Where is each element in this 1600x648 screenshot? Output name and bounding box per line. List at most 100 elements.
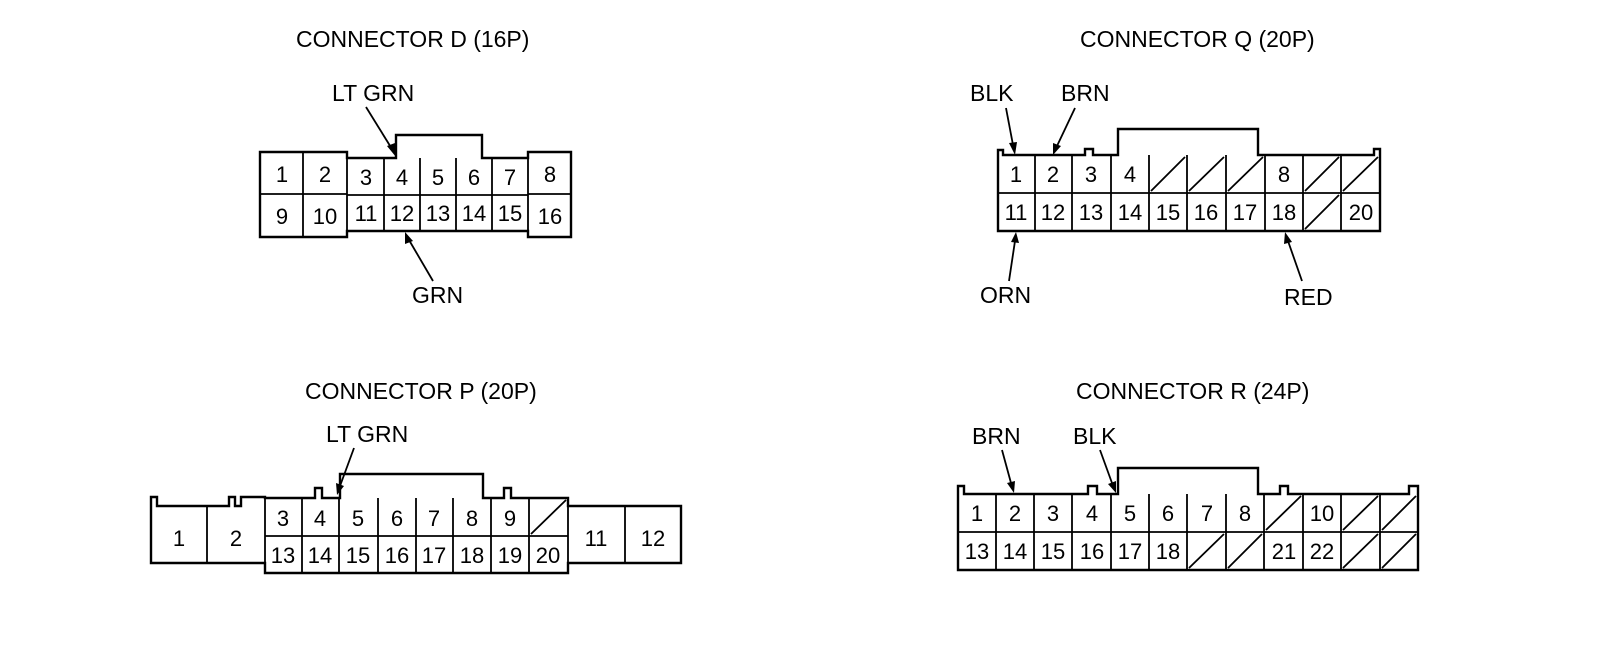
- connector-p-pin: 6: [391, 506, 403, 531]
- connector-q-pin: 2: [1047, 162, 1059, 187]
- connector-q-pin: 8: [1278, 162, 1290, 187]
- connector-r-pin: 8: [1239, 501, 1251, 526]
- connector-p-grid: [206, 498, 626, 573]
- connector-d: CONNECTOR D (16P) 1 2 3 4 5 6 7 8 9 10 1…: [258, 26, 573, 308]
- connector-p-pin: 3: [277, 506, 289, 531]
- connector-q-wire-arrow: [1008, 240, 1016, 282]
- connector-q-arrowhead: [1284, 232, 1292, 244]
- connector-d-arrowhead: [387, 143, 396, 157]
- connector-d-pin: 5: [432, 165, 444, 190]
- connector-q: CONNECTOR Q (20P) 1 2 3 4 8 11 12 13 14 …: [970, 26, 1382, 310]
- connector-d-grid: [260, 152, 571, 237]
- connector-d-pin: 7: [504, 165, 516, 190]
- connector-q-arrowhead: [1053, 143, 1061, 155]
- connector-d-pin: 13: [426, 201, 450, 226]
- connector-q-pin: 14: [1118, 200, 1142, 225]
- connector-p-pin: 7: [428, 506, 440, 531]
- connector-d-pin: 14: [462, 201, 486, 226]
- connector-p-pin: 20: [536, 543, 560, 568]
- connector-q-grid: [998, 155, 1380, 231]
- connector-q-pin: 1: [1010, 162, 1022, 187]
- connector-d-pin: 10: [313, 204, 337, 229]
- connector-d-wire-label: GRN: [412, 282, 463, 308]
- connector-d-wire-label: LT GRN: [332, 80, 414, 106]
- connector-q-pin: 16: [1194, 200, 1218, 225]
- connector-q-wire-label: BLK: [970, 80, 1014, 106]
- connector-d-pin: 15: [498, 201, 522, 226]
- connector-r-pin: 14: [1003, 539, 1027, 564]
- connector-r: CONNECTOR R (24P) 1 2 3 4 5 6 7 8 10 13 …: [956, 378, 1420, 572]
- connector-p-pin: 2: [230, 526, 242, 551]
- connector-d-title: CONNECTOR D (16P): [296, 26, 529, 52]
- connector-d-pin: 11: [355, 201, 378, 226]
- connector-d-pin: 9: [276, 204, 288, 229]
- connector-p-pin: 9: [504, 506, 516, 531]
- connector-q-pin: 18: [1272, 200, 1296, 225]
- connector-r-pin: 13: [965, 539, 989, 564]
- connector-r-pin: 3: [1047, 501, 1059, 526]
- connector-p-pin: 1: [173, 526, 185, 551]
- connector-r-pin: 7: [1201, 501, 1213, 526]
- connector-r-grid: [958, 494, 1418, 570]
- connector-r-arrowhead: [1108, 481, 1116, 493]
- connector-r-pin: 17: [1118, 539, 1142, 564]
- connector-d-pin: 4: [396, 165, 408, 190]
- connector-r-wire-label: BLK: [1073, 423, 1117, 449]
- connector-d-pin: 16: [538, 204, 562, 229]
- connector-q-pin: 17: [1233, 200, 1257, 225]
- connector-q-wire-arrow: [1005, 107, 1014, 146]
- connector-q-wire-label: BRN: [1061, 80, 1110, 106]
- connector-p-pin: 4: [314, 506, 326, 531]
- connector-d-wire-arrow: [408, 239, 434, 282]
- connector-d-pin: 1: [276, 162, 288, 187]
- connector-p-pin: 13: [271, 543, 295, 568]
- connector-d-pin: 12: [390, 201, 414, 226]
- connector-r-title: CONNECTOR R (24P): [1076, 378, 1309, 404]
- connector-d-housing: [258, 133, 573, 239]
- connector-p-housing: [149, 472, 683, 575]
- connector-p-pin: 17: [422, 543, 446, 568]
- connector-r-wire-arrow: [1001, 449, 1012, 484]
- connector-p-wire-label: LT GRN: [326, 421, 408, 447]
- connector-r-pin: 6: [1162, 501, 1174, 526]
- connector-d-pin: 8: [544, 162, 556, 187]
- connector-r-pin: 15: [1041, 539, 1065, 564]
- connector-q-pin: 20: [1349, 200, 1373, 225]
- connector-d-arrowhead: [405, 232, 413, 244]
- connector-r-pin: 21: [1272, 539, 1296, 564]
- connector-q-wire-label: RED: [1284, 284, 1333, 310]
- connector-q-pin: 4: [1124, 162, 1136, 187]
- connector-p-title: CONNECTOR P (20P): [305, 378, 537, 404]
- connector-p-pin: 18: [460, 543, 484, 568]
- connector-q-pin: 3: [1085, 162, 1097, 187]
- connector-q-pin: 15: [1156, 200, 1180, 225]
- connector-p-wire-arrow: [339, 447, 355, 487]
- connector-p-pin: 15: [346, 543, 370, 568]
- connector-q-title: CONNECTOR Q (20P): [1080, 26, 1315, 52]
- connector-p-arrowhead: [336, 483, 344, 495]
- connector-r-pin: 22: [1310, 539, 1334, 564]
- connector-r-pin: 4: [1086, 501, 1098, 526]
- connector-r-wire-label: BRN: [972, 423, 1021, 449]
- connector-p-pin: 12: [641, 526, 665, 551]
- connector-p-pin: 11: [585, 526, 608, 551]
- connector-r-pin: 5: [1124, 501, 1136, 526]
- connector-p-pin: 14: [308, 543, 332, 568]
- connector-q-pin: 13: [1079, 200, 1103, 225]
- connector-q-housing: [996, 127, 1382, 233]
- connector-p-pin: 8: [466, 506, 478, 531]
- connector-p-pin: 5: [352, 506, 364, 531]
- connector-r-pin: 1: [971, 501, 983, 526]
- connector-q-pin: 11: [1005, 200, 1028, 225]
- connector-r-wire-arrow: [1099, 449, 1113, 484]
- connector-p: CONNECTOR P (20P) 1 2 11 12 3 4 5 6 7 8 …: [149, 378, 683, 575]
- connector-d-pin: 3: [360, 165, 372, 190]
- connector-q-arrowhead: [1009, 142, 1017, 155]
- connector-r-pin: 16: [1080, 539, 1104, 564]
- connector-r-pin: 10: [1310, 501, 1334, 526]
- connector-r-pin: 2: [1009, 501, 1021, 526]
- connector-r-housing: [956, 466, 1420, 572]
- connector-d-wire-arrow: [365, 106, 393, 150]
- connector-d-pin: 6: [468, 165, 480, 190]
- connector-q-pin: 12: [1041, 200, 1065, 225]
